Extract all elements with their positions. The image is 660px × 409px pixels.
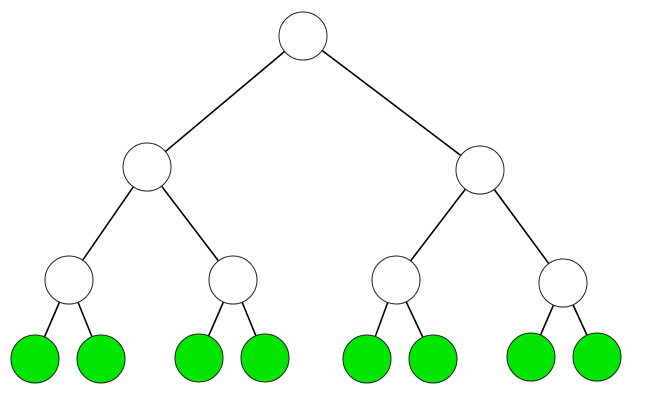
internal-node-n4 xyxy=(44,255,94,305)
tree-nodes xyxy=(10,11,622,384)
leaf-node-l4 xyxy=(240,333,290,383)
leaf-node-l3 xyxy=(174,333,224,383)
leaf-node-l5 xyxy=(342,334,392,384)
tree-edge-n1-n3 xyxy=(302,35,481,171)
tree-edge-n1-n2 xyxy=(146,35,304,168)
internal-node-n5 xyxy=(208,255,258,305)
internal-node-n1 xyxy=(278,11,328,61)
tree-edges xyxy=(34,35,598,360)
leaf-node-l6 xyxy=(408,334,458,384)
internal-node-n7 xyxy=(538,258,588,308)
leaf-node-l7 xyxy=(506,332,556,382)
internal-node-n3 xyxy=(455,145,505,195)
leaf-node-l2 xyxy=(76,334,126,384)
leaf-node-l1 xyxy=(10,334,60,384)
leaf-node-l8 xyxy=(572,332,622,382)
internal-node-n2 xyxy=(122,142,172,192)
internal-node-n6 xyxy=(371,255,421,305)
